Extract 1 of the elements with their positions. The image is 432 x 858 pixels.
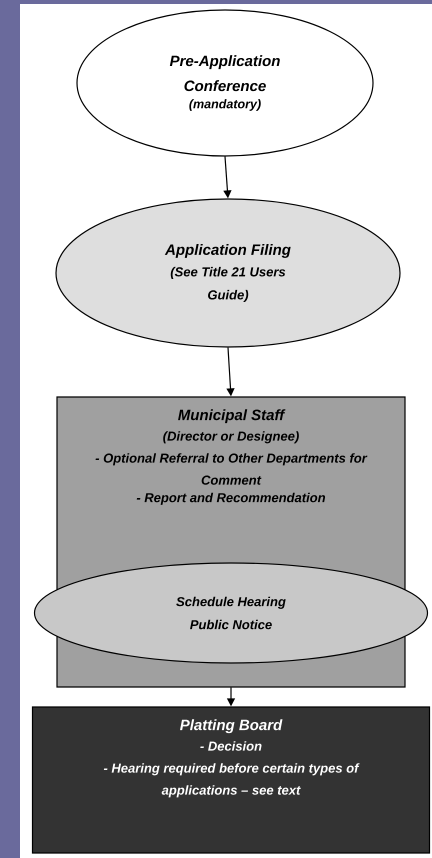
- process-box: Platting Board - Decision - Hearing required before certain types of applications – see text: [32, 706, 430, 854]
